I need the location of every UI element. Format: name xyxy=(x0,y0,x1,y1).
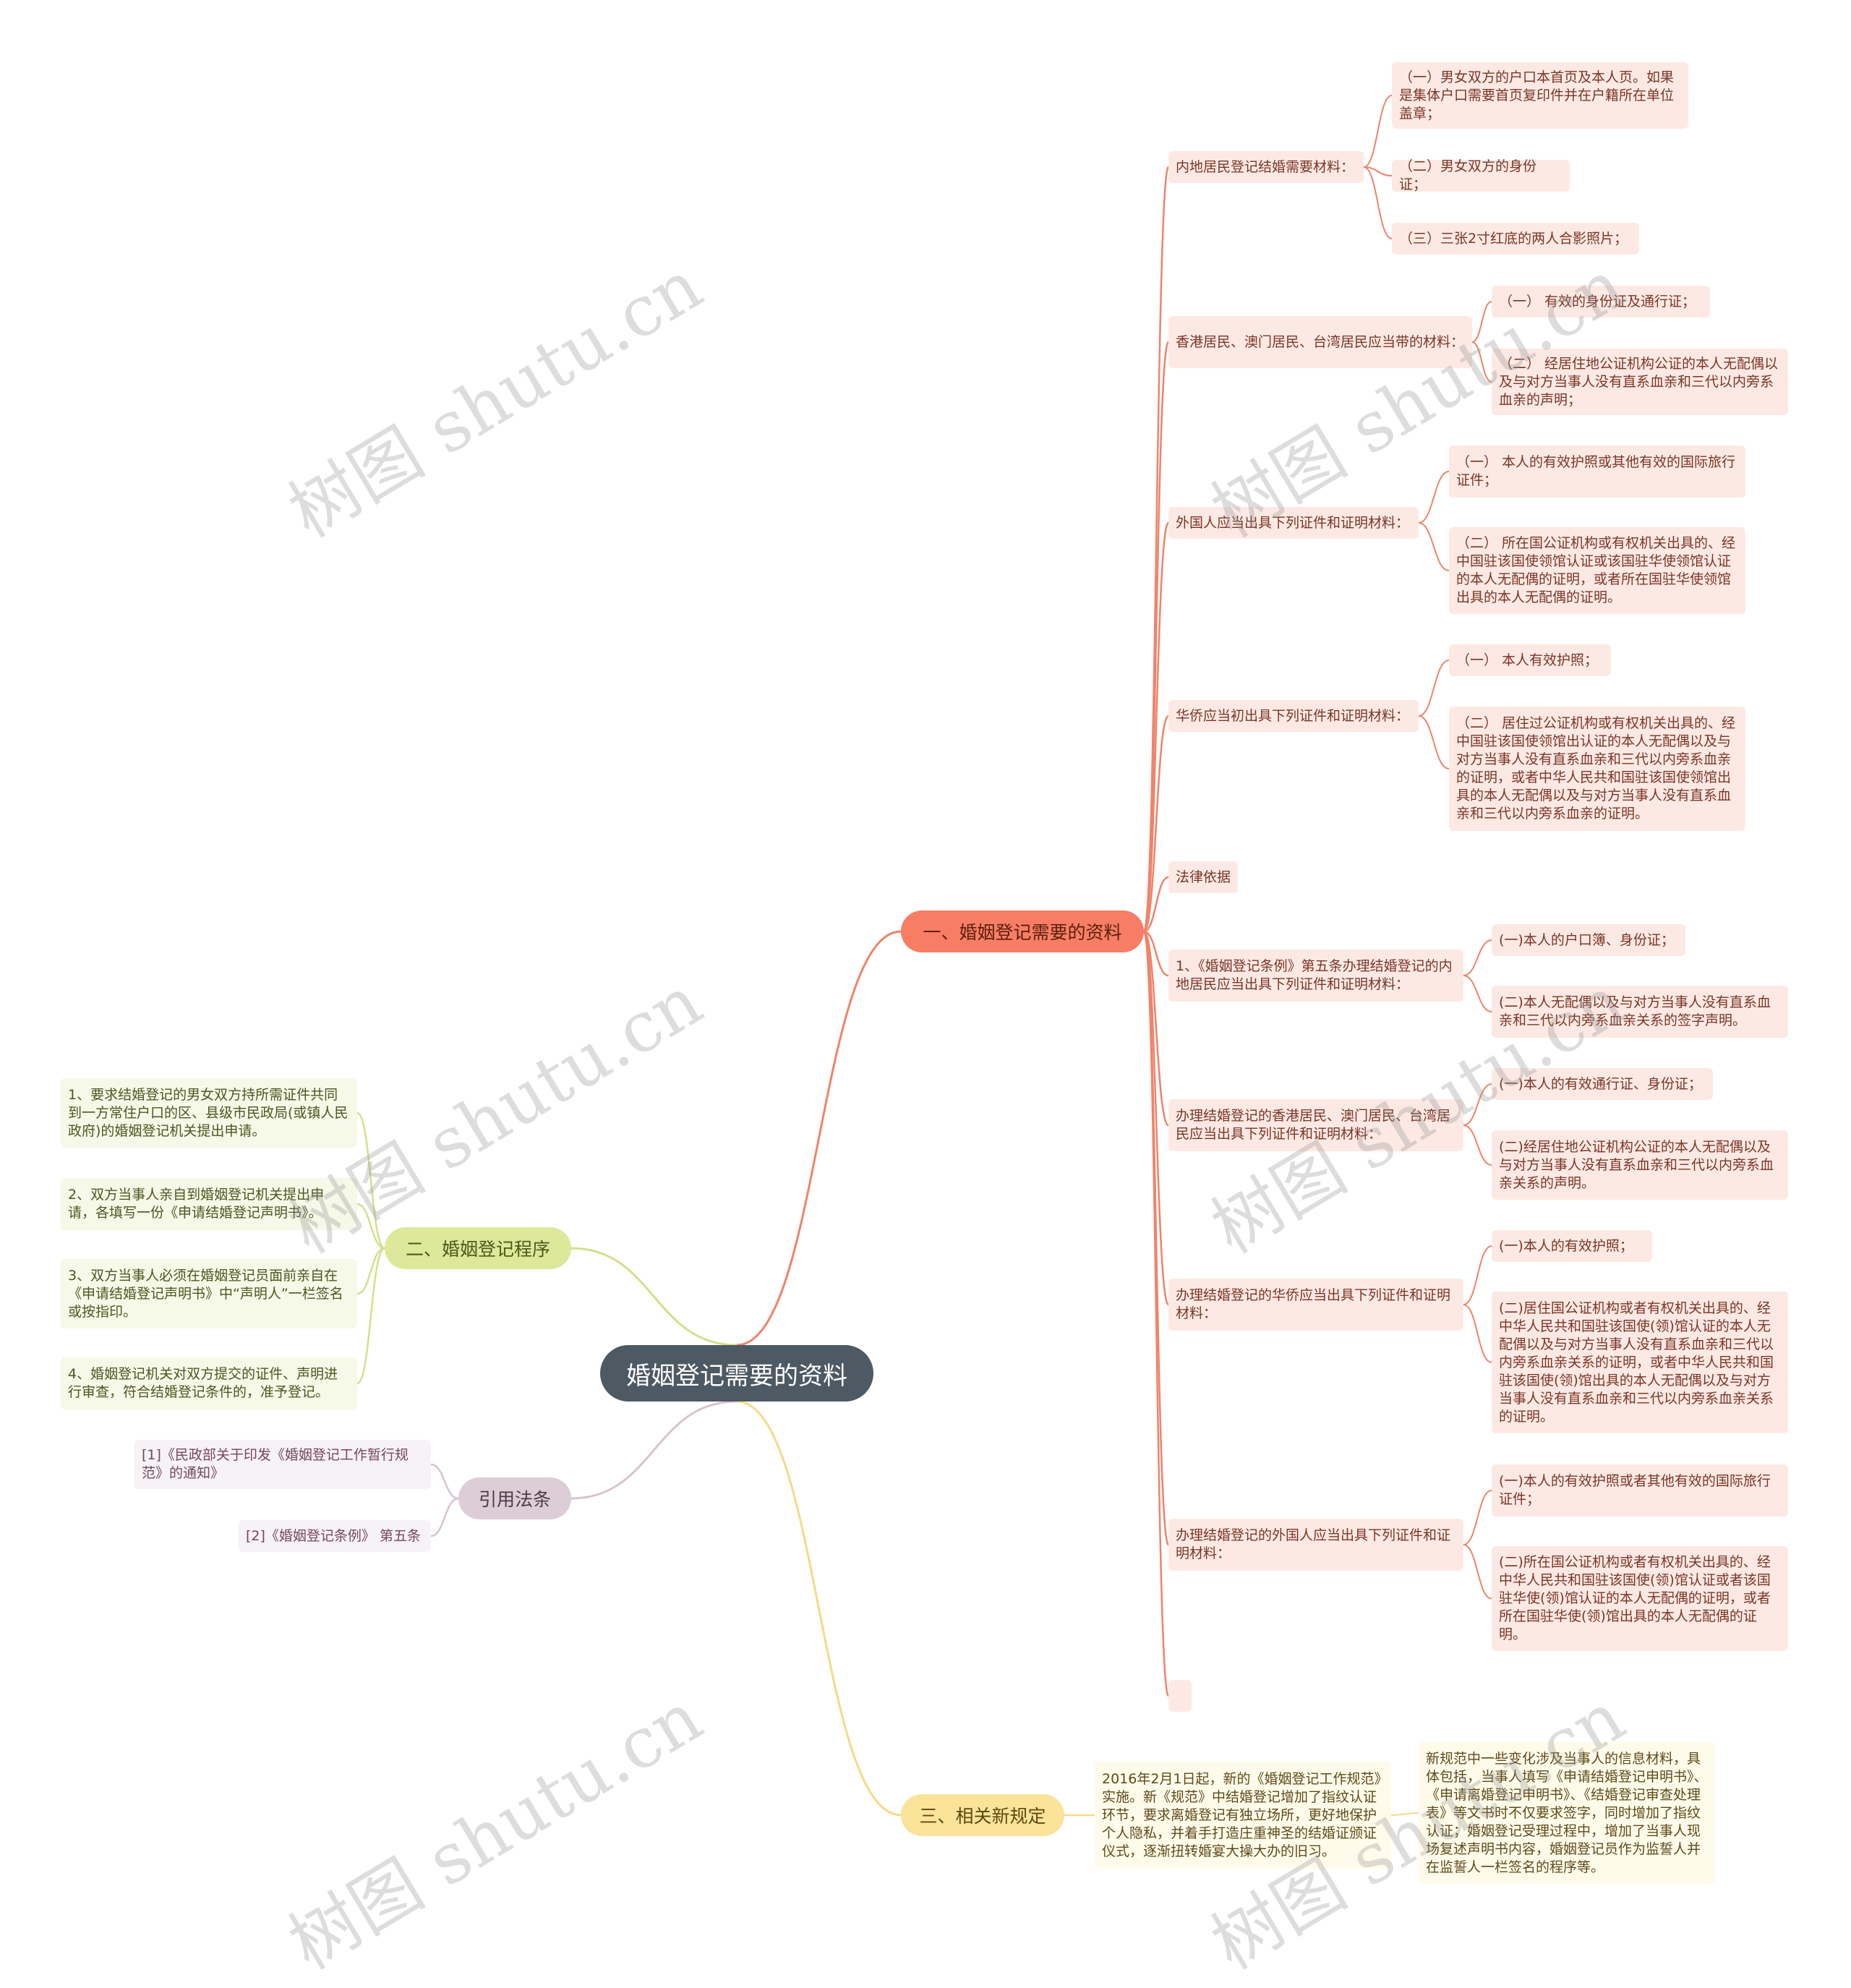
link-r1-r2 xyxy=(1390,1812,1419,1816)
central-topic[interactable]: 婚姻登记需要的资料 xyxy=(600,1345,873,1402)
item-valid-id-permit[interactable]: （一） 有效的身份证及通行证； xyxy=(1492,286,1710,317)
link-central-b4 xyxy=(736,1400,902,1817)
link-b2-s4 xyxy=(356,1247,385,1385)
link-n8-n8b xyxy=(1463,1304,1492,1363)
link-n6-n6b xyxy=(1463,975,1492,1012)
connector-lines xyxy=(356,95,1492,1817)
citation-1[interactable]: [1]《民政部关于印发《婚姻登记工作暂行规范》的通知》 xyxy=(134,1440,431,1489)
link-n8-n8a xyxy=(1463,1245,1492,1305)
item-id-cards[interactable]: （二）男女双方的身份证； xyxy=(1392,158,1570,192)
link-n4-n4a xyxy=(1418,660,1450,717)
item-foreigner-certificate[interactable]: （二） 所在国公证机构或有权机关出具的、经中国驻该国使领馆认证或该国驻华使领馆认… xyxy=(1449,527,1745,614)
link-n7-n7a xyxy=(1463,1083,1492,1126)
item-overseas-certificate[interactable]: （二） 居住过公证机构或有权机关出具的、经中国驻该国使领馆出认证的本人无配偶以及… xyxy=(1449,707,1745,831)
item-residence-certificate[interactable]: (二)居住国公证机构或者有权机关出具的、经中华人民共和国驻该国使(领)馆认证的本… xyxy=(1492,1292,1788,1433)
link-b1-n10 xyxy=(1142,930,1170,1697)
link-n2-n2b xyxy=(1471,341,1492,383)
item-notarized-declaration[interactable]: （二） 经居住地公证机构公证的本人无配偶以及与对方当事人没有直系血亲和三代以内旁… xyxy=(1492,349,1788,415)
step-2-declaration[interactable]: 2、双方当事人亲自到婚姻登记机关提出申请，各填写一份《申请结婚登记声明书》。 xyxy=(61,1178,357,1230)
link-n6-n6a xyxy=(1463,939,1492,976)
link-b3-c1 xyxy=(430,1463,459,1500)
item-passport-travel-document[interactable]: (一)本人的有效护照或者其他有效的国际旅行证件； xyxy=(1492,1464,1788,1516)
topic-hk-macao-taiwan-registration[interactable]: 办理结婚登记的香港居民、澳门居民、台湾居民应当出具下列证件和证明材料： xyxy=(1168,1099,1463,1151)
branch-registration-procedure[interactable]: 二、婚姻登记程序 xyxy=(385,1227,571,1269)
link-b1-n7 xyxy=(1142,930,1170,1127)
step-3-sign[interactable]: 3、双方当事人必须在婚姻登记员面前亲自在《申请结婚登记声明书》中“声明人”一栏签… xyxy=(61,1259,357,1328)
item-foreigner-passport[interactable]: （一） 本人的有效护照或其他有效的国际旅行证件； xyxy=(1449,445,1745,498)
link-n7-n7b xyxy=(1463,1125,1492,1166)
new-rule-summary[interactable]: 2016年2月1日起，新的《婚姻登记工作规范》实施。新《规范》中结婚登记增加了指… xyxy=(1095,1762,1391,1869)
topic-foreigner-registration[interactable]: 办理结婚登记的外国人应当出具下列证件和证明材料： xyxy=(1168,1519,1463,1571)
citation-2[interactable]: [2]《婚姻登记条例》 第五条 xyxy=(239,1520,431,1552)
link-b1-n5 xyxy=(1143,876,1169,933)
topic-overseas-chinese-registration[interactable]: 办理结婚登记的华侨应当出具下列证件和证明材料： xyxy=(1168,1279,1463,1331)
link-central-b1 xyxy=(736,930,902,1347)
topic-overseas-chinese[interactable]: 华侨应当初出具下列证件和证明材料： xyxy=(1168,700,1419,732)
branch-marriage-materials[interactable]: 一、婚姻登记需要的资料 xyxy=(901,910,1144,952)
topic-regulation-article-5[interactable]: 1、《婚姻登记条例》第五条办理结婚登记的内地居民应当出具下列证件和证明材料： xyxy=(1168,950,1463,1002)
step-1-apply[interactable]: 1、要求结婚登记的男女双方持所需证件共同到一方常住户口的区、县级市民政局(或镇人… xyxy=(61,1078,357,1148)
link-n9-n9b xyxy=(1463,1544,1492,1600)
item-notarized-statement[interactable]: (二)经居住地公证机构公证的本人无配偶以及与对方当事人没有直系血亲和三代以内旁系… xyxy=(1492,1130,1788,1200)
item-no-spouse-certificate[interactable]: (二)所在国公证机构或者有权机关出具的、经中华人民共和国驻该国使(领)馆认证或者… xyxy=(1492,1546,1788,1651)
link-n2-n2a xyxy=(1471,301,1492,343)
link-n1-n1c xyxy=(1363,166,1393,239)
topic-foreigners[interactable]: 外国人应当出具下列证件和证明材料： xyxy=(1168,507,1419,539)
item-household-register[interactable]: （一）男女双方的户口本首页及本人页。如果是集体户口需要首页复印件并在户籍所在单位… xyxy=(1392,62,1688,129)
link-central-b2 xyxy=(570,1247,738,1347)
link-n1-n1a xyxy=(1363,95,1393,168)
link-b2-s2 xyxy=(356,1203,385,1250)
link-b3-c2 xyxy=(430,1497,459,1537)
link-n1-n1b xyxy=(1363,166,1393,176)
new-rule-details[interactable]: 新规范中一些变化涉及当事人的信息材料，具体包括，当事人填写《申请结婚登记申明书》… xyxy=(1419,1742,1715,1884)
link-b1-n2 xyxy=(1142,341,1170,933)
link-n3-n3a xyxy=(1418,471,1450,524)
link-b1-n3 xyxy=(1142,521,1170,933)
item-valid-passport[interactable]: (一)本人的有效护照； xyxy=(1492,1230,1652,1262)
link-b1-n4 xyxy=(1142,714,1170,933)
empty-topic[interactable] xyxy=(1168,1680,1192,1712)
item-household-book-id[interactable]: (一)本人的户口簿、身份证； xyxy=(1492,924,1685,956)
item-permit-id[interactable]: (一)本人的有效通行证、身份证； xyxy=(1492,1068,1713,1100)
item-photos[interactable]: （三）三张2寸红底的两人合影照片； xyxy=(1392,223,1639,255)
link-n3-n3b xyxy=(1418,522,1450,571)
topic-hk-macao-taiwan-residents[interactable]: 香港居民、澳门居民、台湾居民应当带的材料： xyxy=(1168,316,1472,368)
item-overseas-passport[interactable]: （一） 本人有效护照； xyxy=(1449,644,1611,676)
link-central-b3 xyxy=(570,1400,738,1500)
topic-mainland-residents[interactable]: 内地居民登记结婚需要材料： xyxy=(1168,151,1364,183)
topic-legal-basis[interactable]: 法律依据 xyxy=(1168,861,1238,893)
link-n4-n4b xyxy=(1418,715,1450,769)
link-b2-s1 xyxy=(356,1112,385,1250)
branch-cited-laws[interactable]: 引用法条 xyxy=(458,1477,571,1519)
item-signed-declaration[interactable]: (二)本人无配偶以及与对方当事人没有直系血亲和三代以内旁系血亲关系的签字声明。 xyxy=(1492,986,1788,1038)
step-4-review[interactable]: 4、婚姻登记机关对双方提交的证件、声明进行审查，符合结婚登记条件的，准予登记。 xyxy=(61,1357,357,1409)
link-b2-s3 xyxy=(356,1247,385,1295)
link-b1-n6 xyxy=(1143,930,1169,977)
link-n9-n9a xyxy=(1463,1490,1492,1545)
branch-new-rules[interactable]: 三、相关新规定 xyxy=(901,1794,1064,1836)
